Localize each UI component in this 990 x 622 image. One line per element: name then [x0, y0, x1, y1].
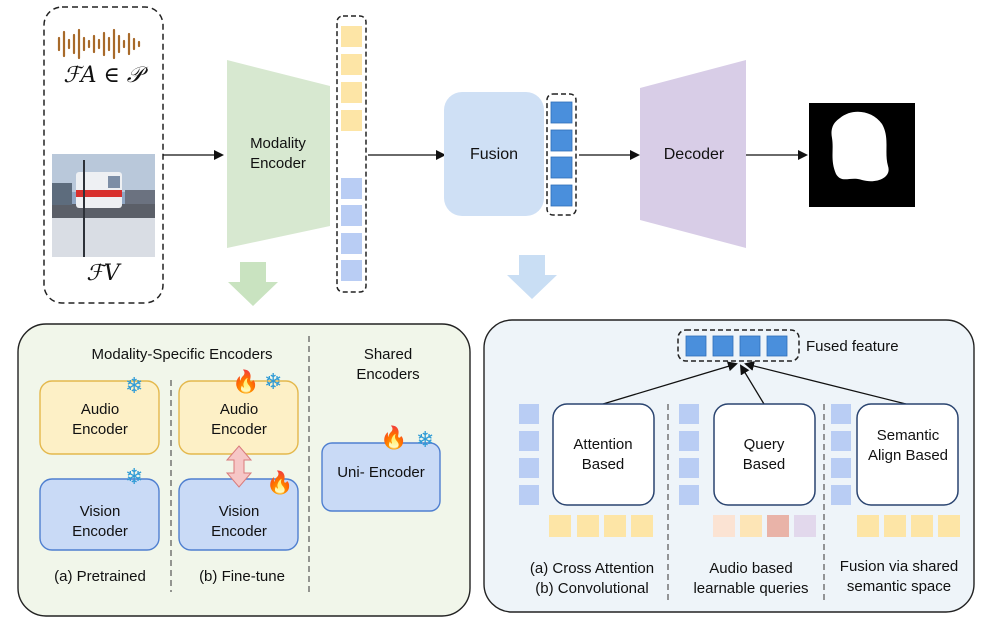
- down-arrow-encoders: [228, 262, 278, 306]
- flame-icon: 🔥: [380, 426, 408, 451]
- bidirectional-arrow-icon: [225, 445, 253, 488]
- fused-feature-label: Fused feature: [806, 338, 899, 355]
- flame-icon: 🔥: [266, 471, 294, 496]
- caption-query-line1: Audio based: [709, 560, 793, 577]
- audio-encoder-label-finetune: Audio Encoder: [211, 401, 267, 438]
- down-arrow-fusion: [507, 255, 557, 299]
- decoder-block: [640, 60, 746, 248]
- caption-attention-line1: (a) Cross Attention: [529, 560, 655, 577]
- snowflake-icon: ❄: [125, 374, 144, 399]
- audio-waveform-icon: [57, 28, 141, 60]
- attention-visual-tokens: [519, 404, 539, 505]
- query-visual-tokens: [679, 404, 699, 505]
- audio-feature-label: ℱA ∈ 𝒫: [63, 63, 143, 88]
- shared-encoders-title: Shared Encoders: [356, 346, 420, 383]
- arrow-attention-to-fused: [602, 361, 738, 405]
- semantic-align-label: Semantic Align Based: [867, 427, 949, 464]
- visual-feature-label: ℱV: [86, 261, 120, 286]
- encoder-token-column: [336, 15, 367, 293]
- flame-icon: 🔥: [232, 370, 260, 395]
- vision-encoder-label-finetune: Vision Encoder: [211, 503, 267, 540]
- uni-encoder-label: Uni- Encoder: [337, 464, 425, 481]
- audio-encoder-label-pretrained: Audio Encoder: [72, 401, 128, 438]
- attention-audio-tokens: [549, 515, 653, 537]
- semantic-audio-tokens: [857, 515, 960, 537]
- modality-encoder-label: Modality Encoder: [250, 135, 306, 172]
- semantic-align-box: [856, 403, 959, 506]
- vision-encoder-box-pretrained: [39, 478, 160, 551]
- arrow-query-to-fused: [739, 364, 765, 405]
- attention-based-box: [552, 403, 655, 506]
- query-based-box: [713, 403, 816, 506]
- caption-pretrained: (a) Pretrained: [54, 568, 146, 585]
- caption-query-line2: learnable queries: [693, 580, 809, 597]
- fused-feature-row: [677, 329, 800, 362]
- vision-encoder-label-pretrained: Vision Encoder: [72, 503, 128, 540]
- audio-encoder-box-pretrained: [39, 380, 160, 455]
- caption-semantic-line2: semantic space: [846, 578, 952, 595]
- audio-token-stack: [341, 26, 362, 131]
- caption-semantic-line1: Fusion via shared: [839, 558, 959, 575]
- semantic-visual-tokens: [831, 404, 851, 505]
- uni-encoder-box: [321, 442, 441, 512]
- fused-feature-tokens: [685, 335, 788, 357]
- caption-finetune: (b) Fine-tune: [199, 568, 285, 585]
- modality-encoder-block: [227, 60, 330, 248]
- query-based-label: Query Based: [742, 436, 786, 473]
- snowflake-icon: ❄: [416, 428, 435, 453]
- segmentation-mask-image: [809, 103, 915, 207]
- fusion-label: Fusion: [469, 146, 519, 163]
- attention-based-label: Attention Based: [573, 436, 633, 473]
- fused-token-column: [546, 93, 577, 216]
- query-learnable-tokens: [713, 515, 816, 537]
- video-frame-image: [52, 154, 155, 257]
- decoder-label: Decoder: [663, 146, 725, 163]
- visual-token-stack: [341, 178, 362, 281]
- arrow-semantic-to-fused: [744, 361, 907, 405]
- snowflake-icon: ❄: [264, 370, 283, 395]
- snowflake-icon: ❄: [125, 465, 144, 490]
- fused-token-stack: [550, 101, 573, 207]
- specific-encoders-title: Modality-Specific Encoders: [91, 346, 273, 363]
- fusion-block: [444, 92, 544, 216]
- caption-attention-line2: (b) Convolutional: [535, 580, 649, 597]
